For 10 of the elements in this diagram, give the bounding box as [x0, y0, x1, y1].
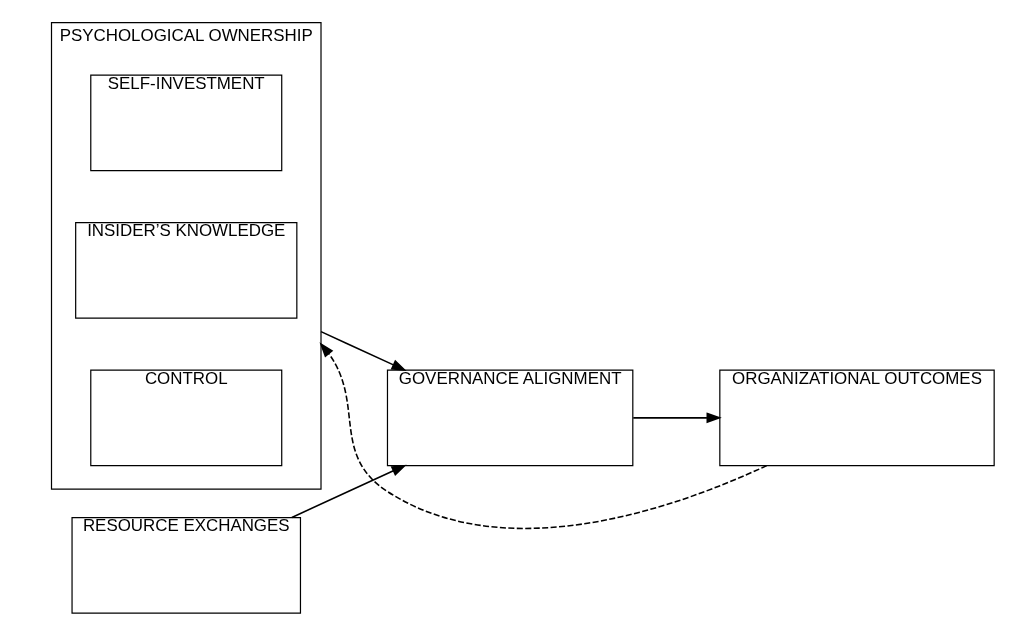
arrow	[319, 330, 407, 371]
arrow	[290, 464, 407, 519]
arrow	[319, 342, 768, 530]
node-box: ORGANIZATIONAL OUTCOMES	[718, 369, 995, 467]
node-box: GOVERNANCE ALIGNMENT	[386, 369, 633, 467]
node-box: SELF-INVESTMENT	[89, 74, 282, 172]
node-box: CONTROL	[89, 369, 282, 467]
node-box: INSIDER’S KNOWLEDGE	[74, 222, 297, 319]
node-box: RESOURCE EXCHANGES	[70, 516, 301, 614]
arrow	[632, 412, 722, 424]
